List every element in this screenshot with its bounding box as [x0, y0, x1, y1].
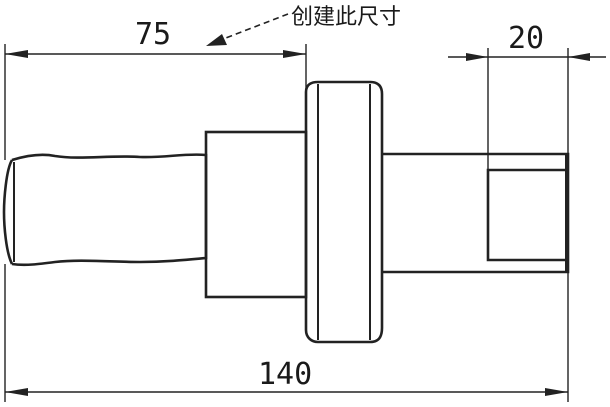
shaft-part[interactable] — [2, 80, 570, 344]
dim-140-arrow-left — [5, 388, 28, 396]
dim-75-arrow-left — [5, 50, 28, 58]
dim-75-arrow-right — [283, 50, 306, 58]
dim-140-arrow-right — [545, 388, 568, 396]
dim-20-arrow-right — [568, 53, 590, 61]
annotation-leader — [217, 13, 289, 42]
annotation-arrowhead — [206, 34, 227, 46]
dim-140-label: 140 — [258, 357, 312, 392]
dimension-140[interactable]: 140 — [4, 264, 569, 402]
annotation-text: 创建此尺寸 — [291, 5, 401, 30]
right-shaft — [382, 152, 570, 274]
dim-20-label: 20 — [508, 21, 544, 56]
dim-75-label: 75 — [135, 17, 171, 52]
middle-step — [204, 130, 308, 299]
dimension-75[interactable]: 75 — [4, 17, 307, 160]
dim-20-arrow-left — [466, 53, 488, 61]
left-end-cap — [2, 159, 14, 265]
annotation: 创建此尺寸 — [206, 5, 401, 46]
dimension-20[interactable]: 20 — [448, 21, 606, 170]
collar — [304, 80, 384, 344]
keyway-slot — [486, 168, 568, 262]
left-journal — [11, 153, 208, 267]
